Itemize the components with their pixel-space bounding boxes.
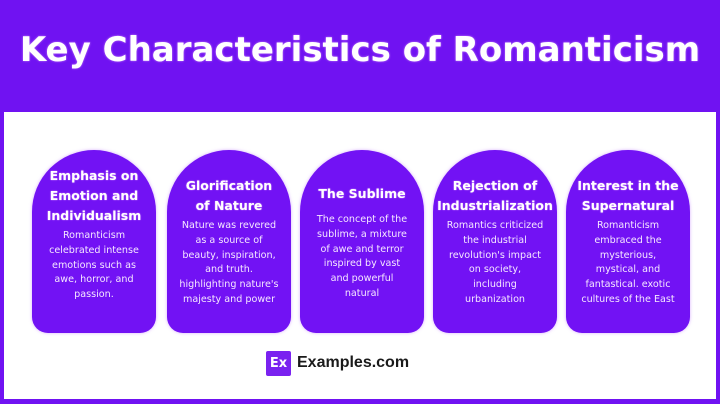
card-body-line: the industrial: [463, 234, 527, 246]
card-body: Romanticism celebrated intense emotions …: [32, 229, 156, 303]
card-body-line: Romanticism: [62, 230, 126, 241]
card-title: The Sublime: [300, 184, 424, 204]
card-title-line: Interest in the: [577, 178, 679, 193]
brand-name: Examples.com: [297, 354, 410, 371]
card-body-line: passion.: [74, 289, 114, 301]
card-body-line: and truth.: [205, 264, 253, 276]
card-body: Nature was revered as a source of beauty…: [167, 219, 291, 308]
card-body-line: embraced the: [594, 234, 662, 246]
card-glorification-nature: Glorification of Nature Nature was rever…: [167, 150, 291, 333]
brand-footer: Ex Examples.com: [266, 350, 409, 376]
card-supernatural: Interest in the Supernatural Romanticism…: [566, 150, 690, 333]
card-title: Glorification of Nature: [167, 176, 291, 216]
card-title-line: of Nature: [195, 198, 263, 213]
card-title: Interest in the Supernatural: [566, 176, 690, 216]
card-body-line: revolution's impact: [448, 249, 541, 261]
card-emotion-individualism: Emphasis on Emotion and Individualism Ro…: [32, 150, 156, 333]
card-title: Emphasis on Emotion and Individualism: [32, 166, 156, 226]
card-body-line: urbanization: [464, 293, 526, 305]
card-body-line: Nature was revered: [181, 220, 277, 231]
card-body-line: as a source of: [195, 234, 263, 246]
card-body-line: cultures of the East: [581, 293, 675, 305]
card-body-line: mystical, and: [595, 264, 661, 276]
card-body-line: beauty, inspiration,: [182, 249, 276, 261]
card-title-line: Emotion and: [49, 188, 139, 203]
card-title-line: Supernatural: [581, 198, 675, 213]
card-body-line: celebrated intense: [49, 244, 139, 256]
card-title-line: Industrialization: [437, 198, 553, 213]
card-body-line: of awe and terror: [320, 243, 404, 255]
card-body: The concept of the sublime, a mixture of…: [300, 213, 424, 302]
card-body-line: majesty and power: [182, 293, 276, 305]
card-body-line: highlighting nature's: [179, 279, 279, 291]
card-body-line: Romantics criticized: [446, 220, 544, 231]
card-body: Romanticism embraced the mysterious, mys…: [566, 219, 690, 308]
card-body-line: and powerful: [330, 273, 394, 285]
card-body-line: fantastical. exotic: [585, 279, 671, 291]
card-rejection-industrialization: Rejection of Industrialization Romantics…: [433, 150, 557, 333]
card-sublime: The Sublime The concept of the sublime, …: [300, 150, 424, 333]
examples-logo-icon: Ex: [266, 350, 291, 376]
card-body-line: natural: [344, 287, 380, 299]
card-body-line: awe, horror, and: [54, 274, 134, 286]
card-body-line: on society,: [468, 264, 522, 276]
card-body-line: Romanticism: [596, 220, 660, 231]
card-title-line: Individualism: [46, 208, 142, 223]
card-body-line: emotions such as: [52, 259, 136, 271]
card-body-line: sublime, a mixture: [317, 228, 407, 240]
content-panel: Emphasis on Emotion and Individualism Ro…: [4, 112, 716, 399]
card-title-line: The Sublime: [318, 186, 406, 201]
card-body-line: The concept of the: [316, 214, 408, 225]
card-title: Rejection of Industrialization: [433, 176, 557, 216]
card-body-line: inspired by vast: [323, 258, 401, 270]
card-title-line: Emphasis on: [49, 168, 139, 183]
card-title-line: Glorification: [185, 178, 273, 193]
card-body: Romantics criticized the industrial revo…: [433, 219, 557, 308]
card-body-line: mysterious,: [599, 249, 657, 261]
page-title: Key Characteristics of Romanticism: [19, 30, 701, 70]
card-title-line: Rejection of: [452, 178, 538, 193]
card-body-line: including: [473, 279, 517, 291]
